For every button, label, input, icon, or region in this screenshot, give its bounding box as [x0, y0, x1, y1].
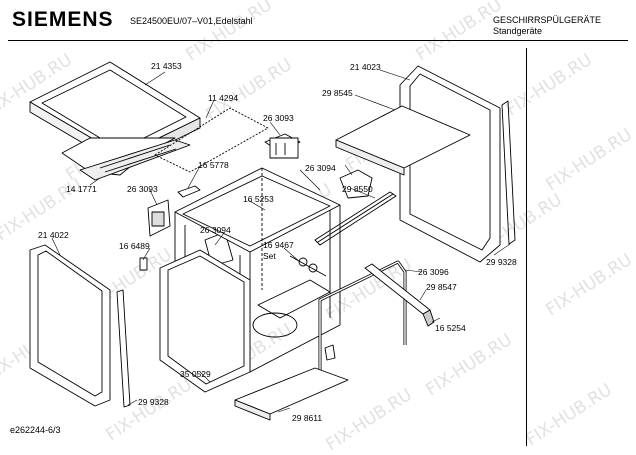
- part-label: 21 4353: [151, 61, 182, 71]
- part-label: 29 8611: [292, 413, 323, 423]
- right-margin-divider: [526, 48, 527, 446]
- part-label: 26 3094: [305, 163, 336, 173]
- latch-part: [139, 257, 148, 271]
- subcategory-label: Standgeräte: [493, 26, 543, 36]
- part-label: 21 4023: [350, 62, 381, 72]
- brand-logo: SIEMENS: [12, 8, 114, 31]
- part-label: 11 4294: [208, 93, 239, 103]
- bar-part: [364, 263, 435, 327]
- spray-arm-part: [289, 255, 327, 277]
- part-label: 21 4022: [38, 230, 69, 240]
- part-label: 26 3093: [127, 184, 158, 194]
- part-label: 16 9467: [263, 240, 294, 250]
- hinge-bracket-part: [147, 133, 301, 237]
- left-side-panel-part: [29, 244, 111, 407]
- part-label: 29 9328: [486, 257, 517, 267]
- side-seal-part: [501, 100, 516, 245]
- part-label: 16 5778: [198, 160, 229, 170]
- kick-plate-part: [234, 344, 349, 421]
- part-label: 26 3093: [263, 113, 294, 123]
- part-label: 16 5253: [243, 194, 274, 204]
- part-label: 26 3094: [200, 225, 231, 235]
- part-label: 29 8550: [342, 184, 373, 194]
- part-label: 14 1771: [66, 184, 97, 194]
- part-label: 29 8545: [322, 88, 353, 98]
- part-label: 29 8547: [426, 282, 457, 292]
- door-panel-part: [159, 249, 251, 393]
- rail-part: [314, 191, 397, 246]
- part-label: 35 0529: [180, 369, 211, 379]
- right-side-panel-part: [399, 65, 501, 263]
- left-seal-part: [116, 289, 131, 408]
- set-label: Set: [263, 251, 276, 261]
- document-id: e262244-6/3: [10, 425, 61, 435]
- clip-part: [177, 185, 201, 198]
- model-number: SE24500EU/07–V01,Edelstahl: [130, 16, 253, 26]
- insulation-mat-part: [154, 107, 269, 173]
- rear-panel-part: [335, 105, 471, 176]
- part-label: 16 5254: [435, 323, 466, 333]
- part-label: 29 9328: [138, 397, 169, 407]
- leader-lines: [51, 69, 511, 413]
- front-strip-part: [61, 137, 191, 181]
- part-label: 16 6489: [119, 241, 150, 251]
- header-divider: [8, 40, 628, 41]
- category-label: GESCHIRRSPÜLGERÄTE: [493, 15, 602, 25]
- part-label: 26 3096: [418, 267, 449, 277]
